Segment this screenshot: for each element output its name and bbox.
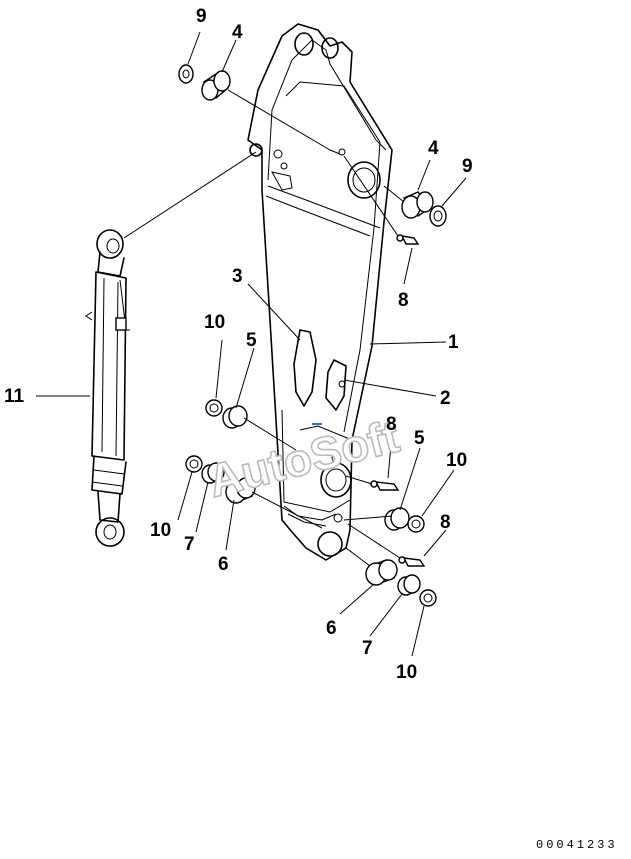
callout-5-right: 5 (414, 428, 425, 449)
grease-fitting-8-low (402, 557, 426, 567)
callout-9-top: 9 (196, 6, 207, 27)
reinforcement-plate-2 (325, 359, 347, 411)
callout-8-mid: 8 (386, 414, 397, 435)
arm-outline (247, 23, 393, 561)
callout-5-left: 5 (246, 330, 257, 351)
callout-7-left: 7 (184, 534, 195, 555)
seal-ring-10-b (185, 455, 203, 473)
seal-ring-10-a (205, 399, 223, 417)
grease-fitting-8-top (400, 235, 420, 245)
callout-11: 11 (4, 386, 25, 407)
callout-4-right: 4 (428, 138, 439, 159)
callout-10-a: 10 (204, 312, 225, 333)
reinforcement-plate-3 (293, 329, 317, 407)
callout-4-top: 4 (232, 22, 243, 43)
leader-lines (36, 31, 467, 657)
seal-ring-9-top (178, 64, 194, 84)
callout-10-b: 10 (150, 520, 171, 541)
callout-8-top: 8 (398, 290, 409, 311)
bottom-pin-bore (317, 531, 343, 557)
callout-9-right: 9 (462, 156, 473, 177)
callout-10-c: 10 (446, 450, 467, 471)
callout-6-left: 6 (218, 554, 229, 575)
upper-boss (347, 161, 381, 199)
seal-ring-10-d (419, 589, 437, 607)
hydraulic-cylinder (85, 229, 130, 547)
callout-2: 2 (440, 388, 451, 409)
callout-10-d: 10 (396, 662, 417, 683)
callout-1: 1 (448, 332, 459, 353)
small-parts (178, 64, 447, 607)
seal-ring-9-right (429, 205, 447, 227)
callout-3: 3 (232, 266, 243, 287)
lower-boss (320, 462, 352, 498)
arm-assembly (247, 23, 393, 561)
seal-ring-10-c (407, 515, 425, 533)
callout-8-low: 8 (440, 512, 451, 533)
top-pin-bore (294, 32, 314, 56)
callout-7-right: 7 (362, 638, 373, 659)
grease-fitting-8-mid (374, 481, 400, 491)
drawing-code: 00041233 (536, 838, 618, 852)
callout-6-right: 6 (326, 618, 337, 639)
callout-numbers: 9 4 4 9 8 3 1 2 10 5 11 8 5 10 8 10 7 6 … (4, 6, 473, 683)
